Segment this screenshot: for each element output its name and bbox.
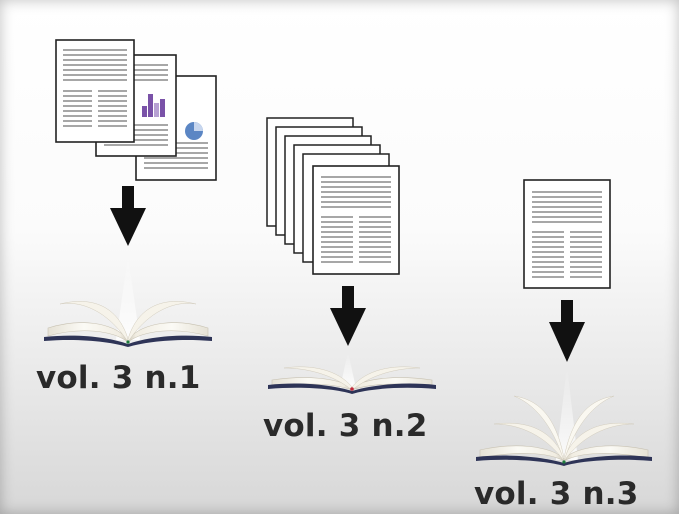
- bar-chart-icon: [142, 94, 165, 117]
- panel-2-documents: [266, 117, 436, 394]
- open-book-icon: [44, 256, 212, 347]
- open-book-icon: [268, 352, 436, 394]
- panel-3-documents: [476, 179, 652, 466]
- open-book-icon: [476, 366, 652, 466]
- volume-label-1: vol. 3 n.1: [36, 360, 201, 396]
- document-page-text: [55, 39, 135, 143]
- down-arrow-icon: [110, 186, 146, 246]
- panel-1-documents: [44, 39, 217, 347]
- document-page-single: [523, 179, 611, 289]
- volume-label-2: vol. 3 n.2: [263, 408, 428, 444]
- pie-chart-icon: [185, 122, 203, 140]
- volume-label-3: vol. 3 n.3: [474, 476, 639, 512]
- document-page-front: [312, 165, 400, 275]
- down-arrow-icon: [330, 286, 366, 346]
- down-arrow-icon: [549, 300, 585, 362]
